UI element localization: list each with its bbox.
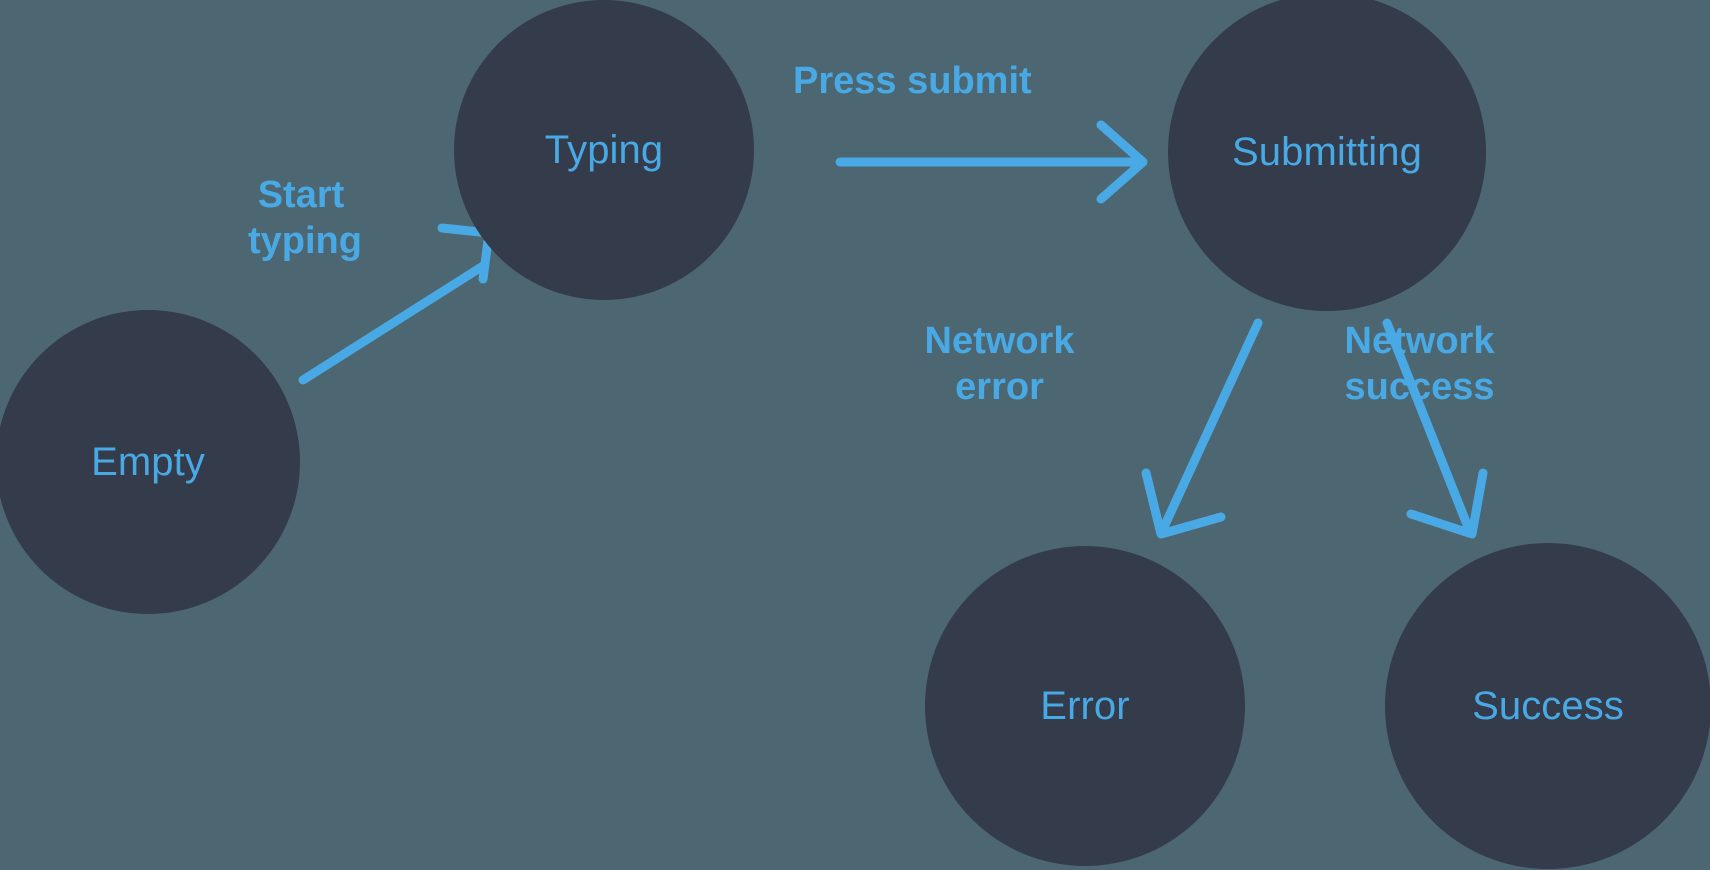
state-node-label: Success bbox=[1472, 684, 1624, 728]
transition-label-press-submit: Press submit bbox=[793, 60, 1032, 102]
transition-label-network-success: Network success bbox=[1344, 320, 1495, 409]
transition-label-start-typing: Start typing bbox=[248, 174, 362, 263]
state-node-submitting[interactable]: Submitting bbox=[1168, 0, 1486, 311]
state-node-success[interactable]: Success bbox=[1385, 543, 1710, 869]
state-node-empty[interactable]: Empty bbox=[0, 310, 300, 614]
state-node-typing[interactable]: Typing bbox=[454, 0, 754, 300]
state-node-label: Error bbox=[1040, 684, 1130, 728]
state-node-label: Submitting bbox=[1232, 130, 1422, 174]
state-node-label: Empty bbox=[91, 440, 205, 484]
transition-label-network-error: Network error bbox=[924, 320, 1075, 409]
arrow-typing-to-submitting bbox=[835, 120, 1148, 204]
arrow-submitting-to-error bbox=[1141, 318, 1263, 539]
state-node-error[interactable]: Error bbox=[925, 546, 1245, 866]
state-node-label: Typing bbox=[544, 128, 664, 172]
